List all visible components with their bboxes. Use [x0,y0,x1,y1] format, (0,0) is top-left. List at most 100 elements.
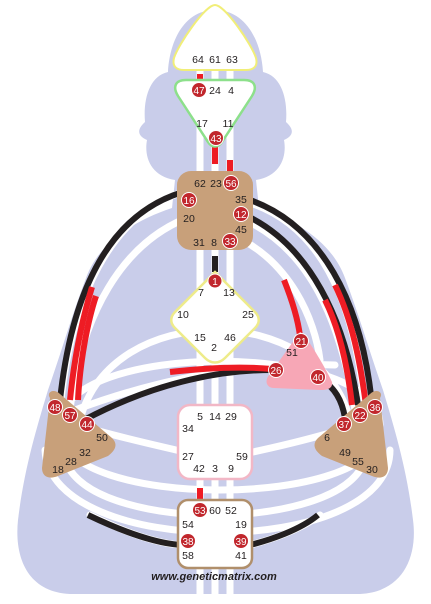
gate-12-activated: 12 [233,206,249,222]
gate-26-activated: 26 [268,362,284,378]
svg-text:1: 1 [212,277,218,288]
gate-55: 55 [352,456,364,468]
gate-37-activated: 37 [336,416,352,432]
svg-text:43: 43 [210,134,222,145]
gate-4: 4 [228,85,234,97]
gate-42: 42 [193,463,205,475]
gate-6: 6 [324,432,330,444]
gate-51: 51 [286,347,298,359]
channel-12-22-red [322,298,355,406]
gate-58: 58 [182,550,194,562]
gate-44-activated: 44 [79,416,95,432]
svg-text:16: 16 [183,196,195,207]
head-center[interactable] [172,3,258,71]
gate-22-activated: 22 [352,407,368,423]
svg-text:33: 33 [224,237,236,248]
gate-31: 31 [193,237,205,249]
sacral-center[interactable] [176,403,254,481]
gate-35: 35 [235,194,247,206]
svg-text:22: 22 [354,411,366,422]
svg-text:39: 39 [235,537,247,548]
gate-11: 11 [223,118,234,130]
gate-57-activated: 57 [62,407,78,423]
gate-59: 59 [236,451,248,463]
gate-21-activated: 21 [293,333,309,349]
gate-13: 13 [223,287,235,299]
gate-29: 29 [225,411,237,423]
channel-21-45 [281,278,303,337]
svg-text:26: 26 [270,366,282,377]
gate-43-activated: 43 [208,130,224,146]
website-link[interactable]: www.geneticmatrix.com [151,571,277,583]
gate-5: 5 [197,411,203,423]
channel-35-36-red [332,283,369,406]
gate-7: 7 [198,287,204,299]
gate-63: 63 [226,54,238,66]
svg-text:12: 12 [235,210,247,221]
svg-text:57: 57 [64,411,76,422]
svg-text:47: 47 [193,86,205,97]
gate-17: 17 [196,118,208,130]
gate-33-activated: 33 [222,233,238,249]
gate-39-activated: 39 [233,533,249,549]
gate-10: 10 [177,309,189,321]
svg-text:37: 37 [338,420,350,431]
gate-53-activated: 53 [192,502,208,518]
gate-34: 34 [182,423,194,435]
gate-54: 54 [182,519,194,531]
gate-3: 3 [212,463,218,475]
gate-38-activated: 38 [180,533,196,549]
gate-50: 50 [96,432,108,444]
gate-25: 25 [242,309,254,321]
channel-16-48-red [67,286,95,401]
gate-60: 60 [209,505,221,517]
gate-52: 52 [225,505,237,517]
gate-61: 61 [209,54,221,66]
throat-center[interactable] [177,171,253,250]
svg-text:21: 21 [295,337,307,348]
gate-18: 18 [52,464,64,476]
gate-20: 20 [183,213,195,225]
gate-19: 19 [235,519,247,531]
svg-text:38: 38 [182,537,194,548]
gate-1-activated: 1 [207,273,223,289]
channel-12-22 [243,212,361,406]
gate-24: 24 [209,85,221,97]
svg-text:40: 40 [312,373,324,384]
svg-text:36: 36 [369,403,381,414]
channel-44-26-red [169,364,273,375]
gate-2: 2 [211,342,217,354]
gate-45: 45 [235,224,247,236]
gate-40-activated: 40 [310,369,326,385]
gate-56-activated: 56 [223,175,239,191]
gate-16-activated: 16 [181,192,197,208]
gate-46: 46 [224,332,236,344]
g-center[interactable] [170,270,260,364]
gate-9: 9 [228,463,234,475]
svg-text:56: 56 [225,179,237,190]
gate-27: 27 [182,451,194,463]
channel-35-36 [248,197,375,406]
gate-48-activated: 48 [47,399,63,415]
gate-8: 8 [211,237,217,249]
gate-28: 28 [65,456,77,468]
gate-49: 49 [339,447,351,459]
svg-text:53: 53 [194,506,206,517]
svg-text:44: 44 [81,420,93,431]
gate-47-activated: 47 [191,82,207,98]
gate-62: 62 [194,178,206,190]
channel-20-57 [75,295,99,401]
channel-19-49 [249,512,320,548]
channel-16-48 [57,187,191,401]
gate-32: 32 [79,447,91,459]
gate-14: 14 [209,411,221,423]
gate-15: 15 [194,332,206,344]
gate-23: 23 [210,178,222,190]
gate-30: 30 [366,464,378,476]
gate-64: 64 [192,54,204,66]
active-channels [57,74,375,548]
svg-text:48: 48 [49,403,61,414]
gate-41: 41 [235,550,247,562]
gate-36-activated: 36 [367,399,383,415]
